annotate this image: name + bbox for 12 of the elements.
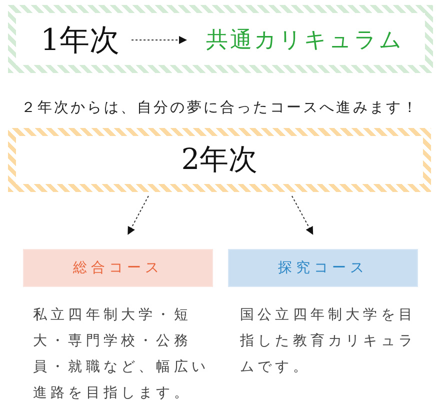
course-description: 私立四年制大学・短大・専門学校・公務員・就職など、幅広い進路を目指します。 [33,306,210,403]
arrow [291,196,314,235]
intro-text: ２年次からは、自分の夢に合ったコースへ進みます！ [20,99,420,117]
arrow [131,36,187,44]
year-label: 1年次 [30,18,130,62]
striped-band [8,5,433,73]
course-description: 国公立四年制大学を目指した教育カリキュラムです。 [240,306,417,377]
striped-band: 2年次 [8,128,431,192]
curriculum-label: 共通カリキュラム [200,20,410,60]
arrow [128,196,149,235]
course-heading-box: 総合コース [23,249,213,287]
course-heading-box: 探究コース [228,249,418,287]
